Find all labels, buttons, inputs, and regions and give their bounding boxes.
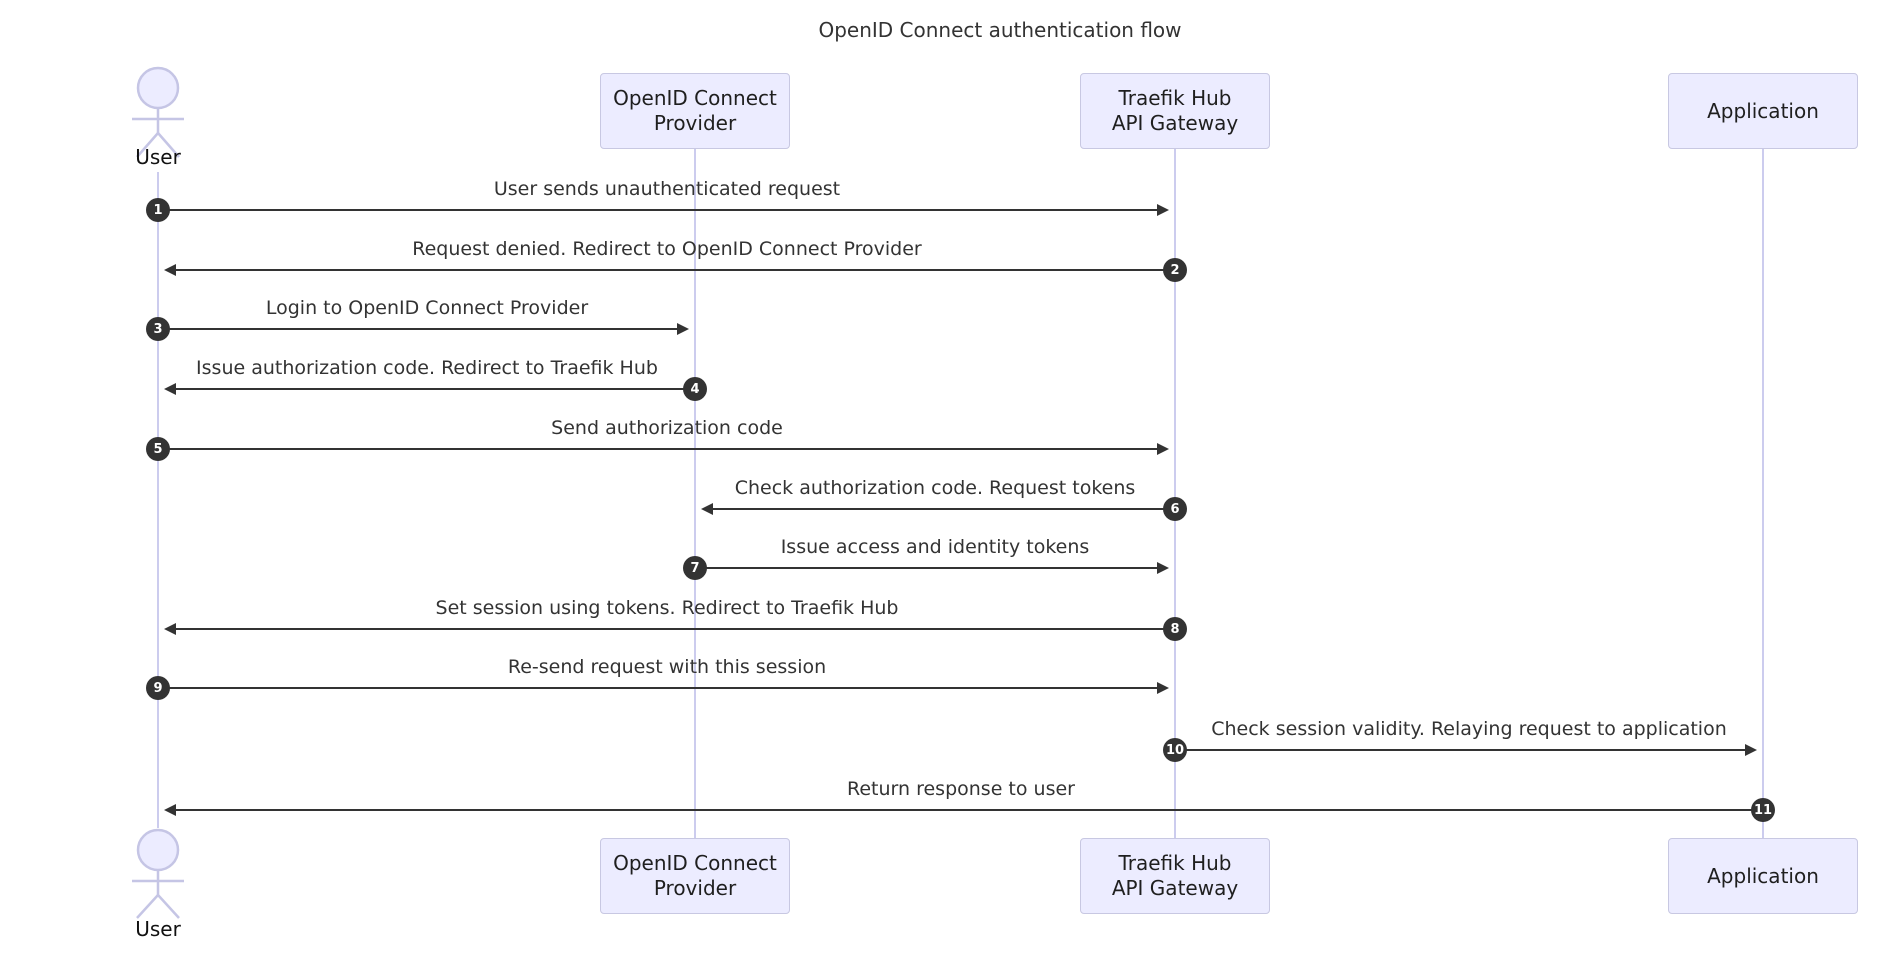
actor-head (136, 66, 180, 110)
actor-leg-left (136, 132, 159, 158)
message-label-11: Return response to user (847, 778, 1075, 800)
sequence-number-7: 7 (683, 556, 707, 580)
user-actor-figure-top (132, 66, 184, 158)
participant-box-traefik-bottom: Traefik Hub API Gateway (1080, 838, 1270, 914)
sequence-number-2: 2 (1163, 258, 1187, 282)
diagram-title: OpenID Connect authentication flow (818, 18, 1182, 42)
actor-head (136, 828, 180, 872)
sequence-number-9: 9 (146, 676, 170, 700)
message-label-9: Re-send request with this session (507, 656, 827, 678)
message-label-3: Login to OpenID Connect Provider (265, 297, 589, 319)
actor-leg-right (157, 894, 180, 919)
user-actor-label-bottom: User (135, 917, 181, 941)
participant-box-oidc-top: OpenID Connect Provider (600, 73, 790, 149)
message-label-8: Set session using tokens. Redirect to Tr… (435, 597, 899, 619)
message-label-5: Send authorization code (551, 417, 783, 439)
sequence-number-3: 3 (146, 317, 170, 341)
participant-box-app-bottom: Application (1668, 838, 1858, 914)
actor-leg-left (136, 894, 159, 919)
message-label-1: User sends unauthenticated request (493, 178, 841, 200)
message-label-2: Request denied. Redirect to OpenID Conne… (412, 238, 922, 260)
sequence-number-4: 4 (683, 377, 707, 401)
message-label-7: Issue access and identity tokens (780, 536, 1090, 558)
sequence-number-5: 5 (146, 437, 170, 461)
user-actor-label-top: User (135, 145, 181, 169)
message-label-6: Check authorization code. Request tokens (734, 477, 1136, 499)
message-arrows (158, 204, 1763, 816)
message-label-10: Check session validity. Relaying request… (1211, 718, 1727, 740)
sequence-number-8: 8 (1163, 617, 1187, 641)
actor-leg-right (157, 132, 180, 158)
participant-box-app-top: Application (1668, 73, 1858, 149)
sequence-number-10: 10 (1163, 738, 1187, 762)
participant-box-traefik-top: Traefik Hub API Gateway (1080, 73, 1270, 149)
sequence-number-1: 1 (146, 198, 170, 222)
message-label-4: Issue authorization code. Redirect to Tr… (196, 357, 658, 379)
user-actor-figure-bottom (132, 828, 184, 919)
participant-box-oidc-bottom: OpenID Connect Provider (600, 838, 790, 914)
sequence-number-11: 11 (1751, 798, 1775, 822)
sequence-number-6: 6 (1163, 497, 1187, 521)
